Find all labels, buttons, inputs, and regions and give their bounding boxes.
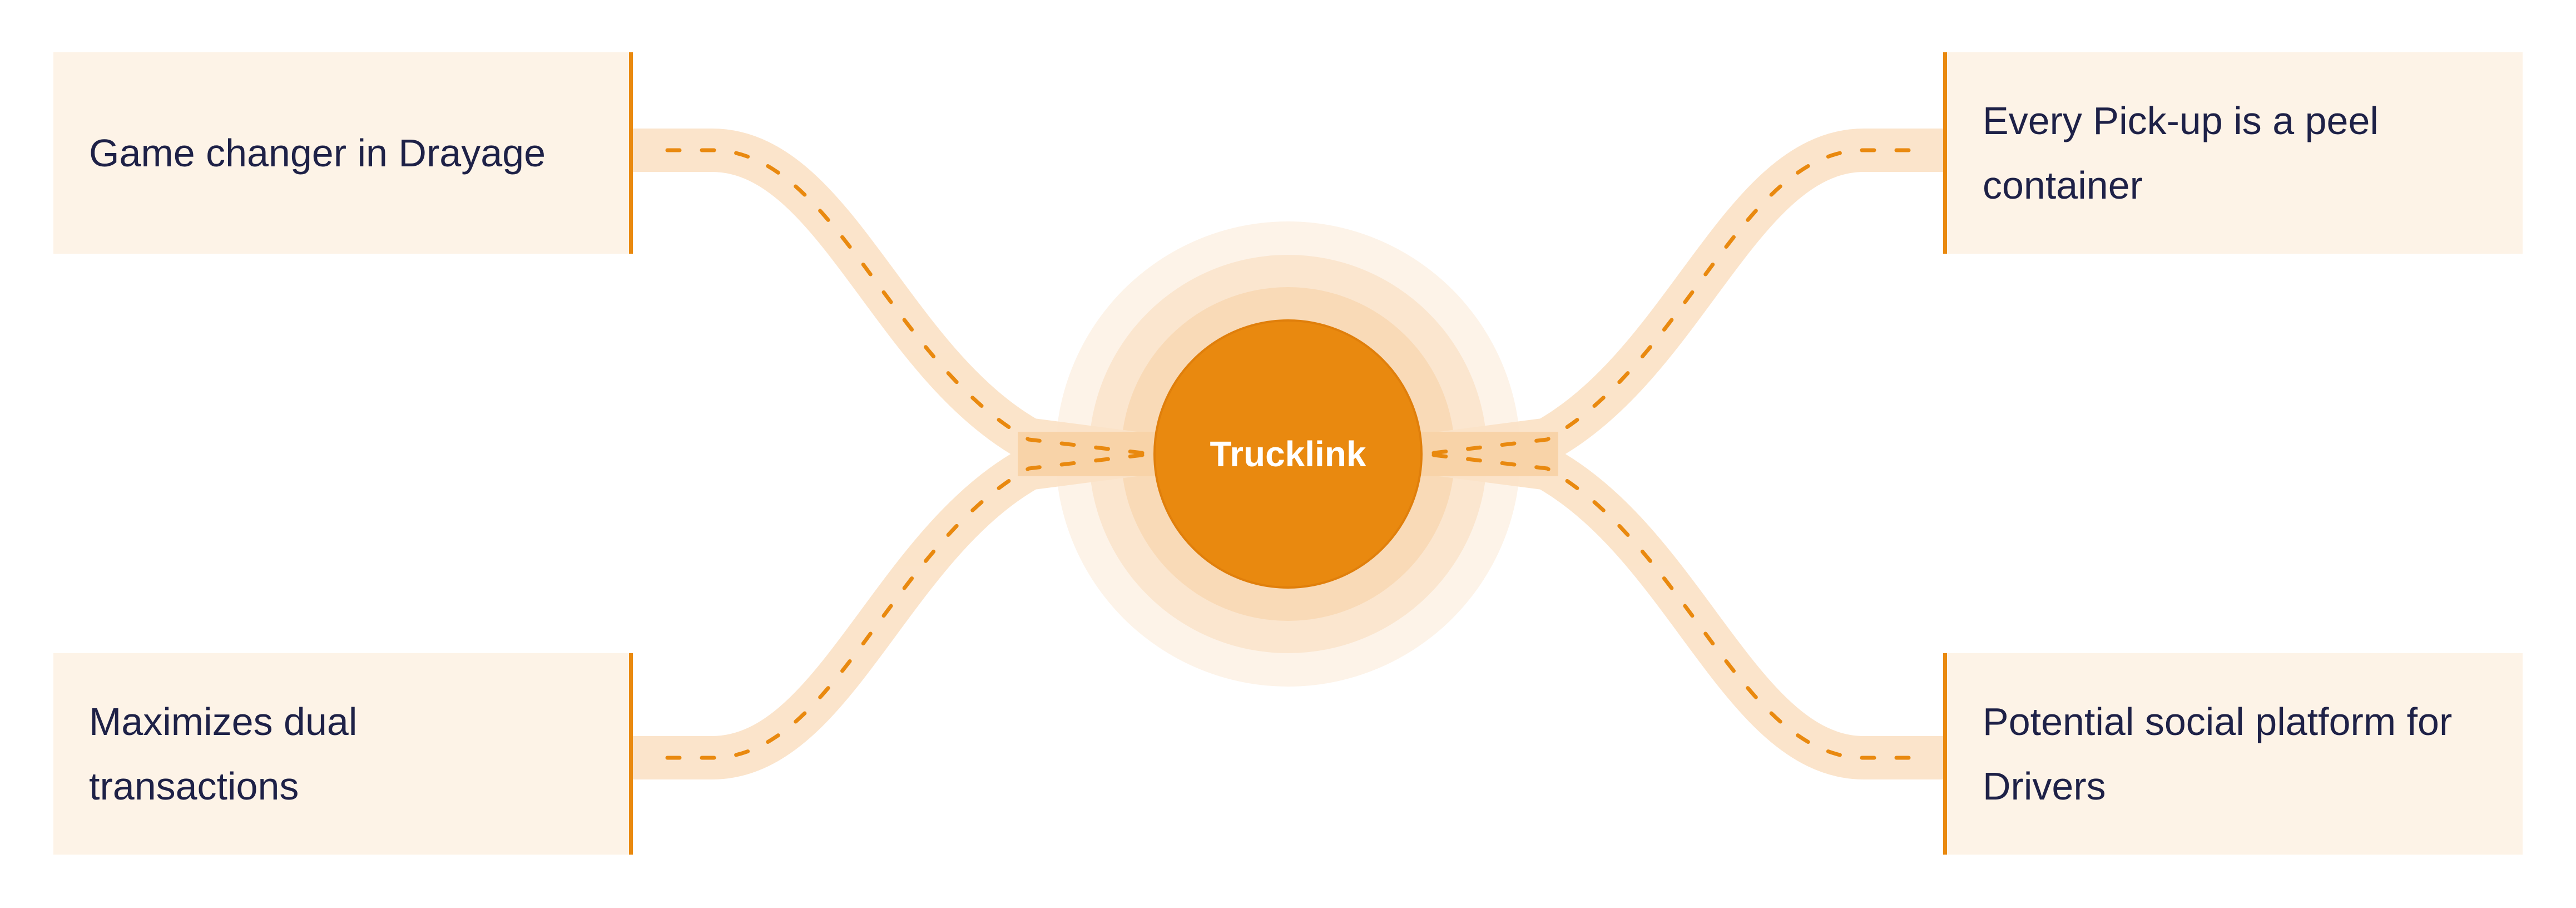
card-top-left-text: Game changer in Drayage <box>89 131 546 175</box>
card-top-right: Every Pick-up is a peel container <box>1943 52 2523 254</box>
card-bottom-right: Potential social platform for Drivers <box>1943 653 2523 855</box>
card-bottom-right-text: Potential social platform for Drivers <box>1983 700 2453 808</box>
dash-bottom-left <box>665 452 1153 760</box>
hub-circle <box>1153 319 1423 589</box>
hub-label-text: Trucklink <box>1210 434 1366 474</box>
card-top-left: Game changer in Drayage <box>53 52 633 254</box>
hub-label: Trucklink <box>1155 320 1421 588</box>
dash-top-right <box>1423 148 1911 456</box>
dash-bottom-right <box>1423 452 1911 760</box>
card-bottom-left-text: Maximizes dual transactions <box>89 700 358 808</box>
dash-top-left <box>665 148 1153 456</box>
card-top-right-text: Every Pick-up is a peel container <box>1983 99 2379 207</box>
card-bottom-left: Maximizes dual transactions <box>53 653 633 855</box>
